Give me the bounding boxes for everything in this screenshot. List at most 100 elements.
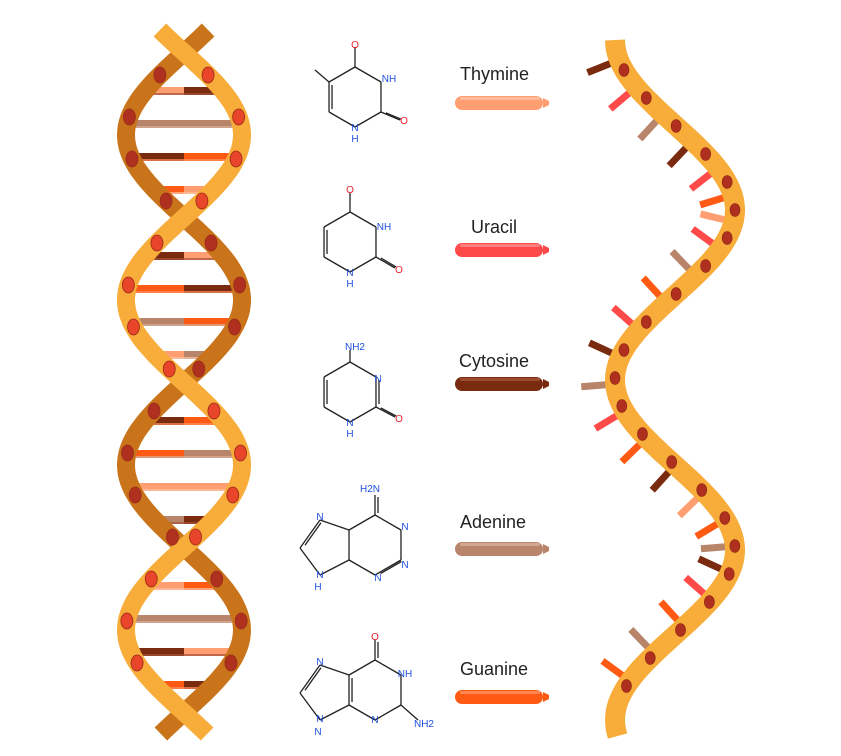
rna-phosphate-dot [675,623,686,637]
phosphate-dot [122,108,136,126]
phosphate-dot [224,654,238,672]
rna-phosphate-dot [670,119,682,133]
bond [314,69,330,83]
rna-phosphate-dot [640,315,652,329]
label-guanine: Guanine [460,659,529,679]
legend-bar-thymine [455,96,549,110]
phosphate-dot [130,654,144,672]
bond [375,256,396,269]
bar-highlight [460,378,540,381]
phosphate-dot [121,276,135,294]
double-bond [304,522,322,546]
bond [299,692,321,721]
rna-phosphate-dot [700,147,711,161]
bond [299,519,321,549]
atom-label: N [401,522,408,533]
bond [348,659,376,676]
bond [374,559,402,576]
phosphate-dot [162,360,176,378]
phosphate-dot [166,528,179,546]
bond [349,361,377,378]
bond [380,111,401,121]
rna-phosphate-dot [700,259,711,273]
atom-label: H [314,582,321,593]
phosphate-dot [192,360,206,378]
atom-label: O [395,265,403,276]
atom-label: N [371,715,378,726]
bond [323,406,351,423]
bond [349,406,377,423]
bar-tip [543,692,549,702]
bar-highlight [460,543,540,546]
bond [348,514,376,531]
atom-label: O [400,116,408,127]
atom-label: O [346,185,354,196]
rna-phosphate-dot [729,203,741,217]
phosphate-dot [153,66,167,84]
atom-label: H2N [360,484,380,495]
phosphate-dot [232,108,246,126]
label-uracil: Uracil [471,217,518,237]
phosphate-dot [159,192,173,210]
bond [328,66,356,83]
rna-phosphate-dot [618,63,630,77]
phosphate-dot [144,570,158,588]
atom-label: NH2 [345,342,365,353]
atom-label: N [316,512,323,523]
rna-phosphate-dot [723,567,735,581]
bar-highlight [460,97,540,100]
atom-label: N [316,714,323,725]
bond [374,514,402,531]
dna-strand-front [116,23,252,741]
phosphate-dot [210,570,224,588]
bond [374,704,402,721]
atom-label: N [374,374,381,385]
label-adenine: Adenine [460,512,527,532]
bond [323,361,351,378]
phosphate-dot [204,234,218,252]
rna-phosphate-dot [618,343,630,357]
bar-tip [543,379,549,389]
phosphate-dot [128,486,142,504]
bond [349,256,377,273]
rna-phosphate-dot [609,371,621,385]
atom-label: NH [377,222,391,233]
atom-label: H [351,134,358,145]
rna-phosphate-dot [670,287,682,301]
atom-label: NH [398,669,412,680]
legend-bar-adenine [455,542,549,556]
rna-phosphate-dot [704,595,715,609]
bond [349,211,377,228]
bond [323,256,351,273]
double-bond [380,560,402,575]
rna-phosphate-dot [637,427,648,441]
atom-label: O [351,40,359,51]
phosphate-dot [234,444,247,462]
bond [319,559,350,576]
atom-label: NH [382,74,396,85]
atom-label: N [374,573,381,584]
atom-label: H [346,279,353,290]
atom-label: H [346,429,353,440]
phosphate-dot [234,612,248,630]
bar-tip [543,544,549,554]
bond [299,547,321,576]
double-bond [304,667,322,691]
bond [374,659,402,676]
phosphate-dot [201,66,215,84]
phosphate-dot [127,318,140,336]
rna-phosphate-dot [729,539,741,553]
phosphate-dot [147,402,161,420]
bar-highlight [460,244,540,247]
rna-phosphate-dot [719,511,731,525]
phosphate-dot [228,318,241,336]
phosphate-dot [120,612,134,630]
rna-phosphate-dot [721,231,733,245]
rna-phosphate-dot [666,455,677,469]
bond [319,704,350,721]
